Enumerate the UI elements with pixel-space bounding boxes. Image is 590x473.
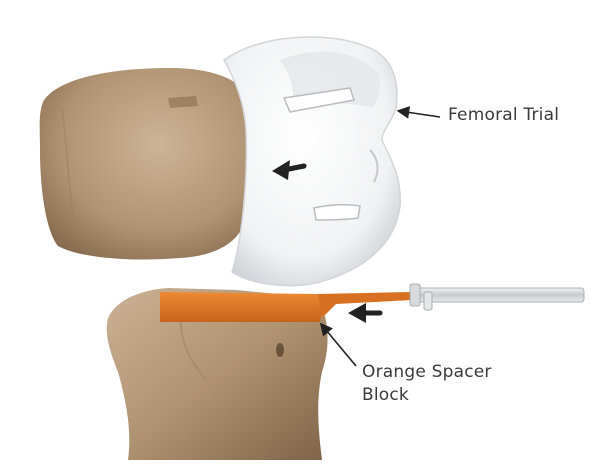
femoral-trial-leader [406,112,440,117]
spacer-block [160,292,412,322]
femur-bone [40,68,257,260]
femoral-trial-label: Femoral Trial [448,104,559,127]
spacer-direction-arrowhead [348,303,366,323]
spacer-block-label-line1: Orange Spacer [362,361,562,384]
spacer-block-label-line2: Block [362,384,562,407]
femoral-trial-implant [224,37,400,286]
spacer-block-label: Orange Spacer Block [362,361,562,407]
alignment-handle [410,284,584,310]
spacer-block-leader [326,330,356,366]
